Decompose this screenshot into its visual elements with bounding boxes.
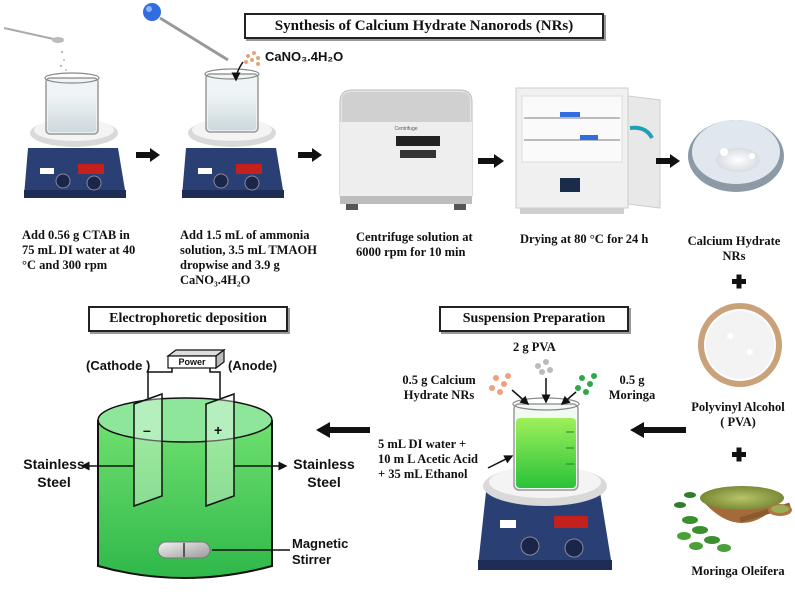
arrow-2: [298, 148, 322, 162]
epd-title: Electrophoretic deposition: [88, 306, 288, 332]
pva-line-1: Polyvinyl Alcohol: [691, 400, 785, 414]
moringa-line-1: 0.5 g: [619, 373, 645, 387]
step-2-caption: Add 1.5 mL of ammonia solution, 3.5 mL T…: [180, 228, 338, 288]
solvent-label: 5 mL DI water + 10 m L Acetic Acid + 35 …: [378, 437, 498, 482]
pva-bowl-icon: [698, 303, 782, 387]
anode-plate: [205, 392, 235, 508]
moringa-caption: Moringa Oleifera: [691, 564, 785, 578]
moringa-line-2: Moringa: [608, 388, 656, 402]
step-1-line-2: 75 mL DI water at 40: [22, 243, 136, 257]
drying-oven-icon: [515, 87, 661, 214]
step-5-line-1: Calcium Hydrate: [687, 234, 781, 248]
left-label-line-1: Stainless: [23, 456, 85, 472]
left-stainless-steel-label: Stainless Steel: [22, 455, 86, 491]
arrow-4: [656, 154, 680, 168]
cathode-label: (Cathode ): [86, 358, 151, 373]
arrow-suspension-to-epd: [316, 422, 370, 438]
step-4-caption: Drying at 80 °C for 24 h: [520, 232, 649, 246]
centrifuge-icon: Centrifuge: [339, 89, 473, 210]
centrifuge-brand-text: Centrifuge: [394, 126, 417, 132]
green-beaker-icon: [512, 397, 580, 491]
step-1-caption: Add 0.56 g CTAB in 75 mL DI water at 40 …: [22, 228, 154, 273]
spatula-icon: [3, 27, 67, 71]
moringa-amount-label: 0.5 g Moringa: [600, 373, 664, 403]
right-label-line-1: Stainless: [293, 456, 355, 472]
dropper-pipette-icon: [143, 3, 229, 62]
petri-dish-powder-icon: [688, 120, 784, 192]
minus-sign-label: –: [143, 422, 151, 438]
moringa-leaves-icon: [674, 492, 731, 552]
anode-label: (Anode): [228, 358, 278, 373]
calcium-line-1: 0.5 g Calcium: [402, 373, 476, 387]
beaker-2-icon: [204, 68, 260, 133]
pva-line-2: ( PVA): [720, 415, 756, 429]
step-5-caption: Calcium Hydrate NRs: [676, 234, 792, 264]
main-title: Synthesis of Calcium Hydrate Nanorods (N…: [244, 13, 604, 39]
plus-sign-1: [732, 274, 746, 289]
calcium-amount-label: 0.5 g Calcium Hydrate NRs: [386, 373, 492, 403]
pva-caption: Polyvinyl Alcohol ( PVA): [680, 400, 795, 430]
plus-sign-label: +: [214, 422, 223, 438]
step-3-line-2: 6000 rpm for 10 min: [356, 245, 466, 259]
dropping-particles: [487, 359, 597, 469]
solvent-line-1: 5 mL DI water +: [378, 437, 467, 451]
step-2-line-1: Add 1.5 mL of ammonia: [180, 228, 310, 242]
power-supply-icon: [166, 348, 226, 370]
step-3-line-1: Centrifuge solution at: [356, 230, 473, 244]
magnetic-stirrer-label: Magnetic Stirrer: [292, 536, 348, 568]
left-label-line-2: Steel: [37, 474, 71, 490]
reagent-label: CaNO₃.4H₂O: [265, 49, 344, 64]
pva-amount-label: 2 g PVA: [513, 340, 556, 354]
step-3-caption: Centrifuge solution at 6000 rpm for 10 m…: [356, 230, 516, 260]
step-2-line-2: solution, 3.5 mL TMAOH: [180, 243, 317, 257]
power-label: Power: [178, 357, 206, 367]
epd-cell: [80, 348, 290, 579]
plus-sign-2: [732, 447, 746, 462]
arrow-3: [478, 154, 504, 168]
step-5-line-2: NRs: [722, 249, 746, 263]
moringa-powder-bowl-icon: [700, 486, 792, 523]
right-label-line-2: Steel: [307, 474, 341, 490]
solvent-line-2: 10 m L Acetic Acid: [378, 452, 478, 466]
stirrer-line-1: Magnetic: [292, 536, 349, 551]
arrow-1: [136, 148, 160, 162]
step-1-line-1: Add 0.56 g CTAB in: [22, 228, 130, 242]
step-2-line-4: CaNO₃.4H₂O: [180, 273, 251, 287]
arrow-right-to-suspension: [630, 422, 686, 438]
reagent-powder-icon: [231, 51, 260, 82]
cathode-plate: [133, 392, 163, 508]
step-1-line-3: °C and 300 rpm: [22, 258, 108, 272]
top-flow-arrows: [136, 148, 680, 168]
solvent-line-3: + 35 mL Ethanol: [378, 467, 468, 481]
beaker-1-icon: [44, 72, 100, 135]
step-2-line-3: dropwise and 3.9 g: [180, 258, 280, 272]
right-stainless-steel-label: Stainless Steel: [290, 455, 358, 491]
suspension-title: Suspension Preparation: [439, 306, 629, 332]
stirrer-line-2: Stirrer: [292, 552, 332, 567]
calcium-line-2: Hydrate NRs: [403, 388, 475, 402]
